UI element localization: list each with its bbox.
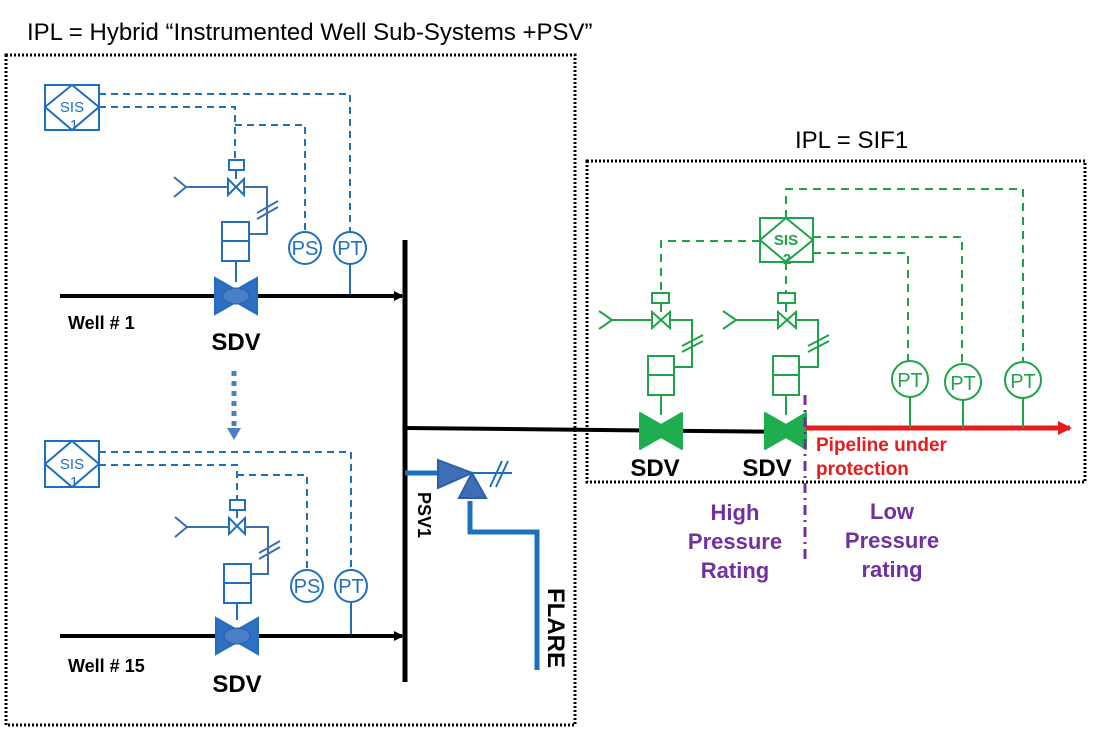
sis-1-logic-solver: SIS 1 — [43, 83, 101, 134]
rating-line: Low — [870, 499, 915, 524]
pressure-transmitter: PT — [333, 231, 367, 296]
flare-line — [467, 501, 540, 670]
solenoid-valve — [598, 292, 704, 415]
instrument-tag: PT — [338, 576, 364, 598]
air-supply-icon — [173, 176, 188, 198]
pipeline-label-line1: Pipeline under — [816, 435, 948, 456]
more-wells-indicator — [227, 371, 241, 440]
well-15-subsystem: SIS 1 PS PT — [43, 439, 404, 698]
well-15-sdv-valve — [215, 616, 259, 656]
relief-valve-outlet-icon — [457, 470, 488, 499]
pneumatic-signal-mark — [681, 334, 704, 347]
psv1-relief-valve — [405, 458, 540, 670]
valve-bowtie-icon — [777, 309, 797, 331]
rating-line: Rating — [701, 558, 769, 583]
low-pressure-rating-label: Low Pressure rating — [845, 499, 939, 582]
signal-line-pt1 — [813, 252, 909, 366]
sif-sdv-2-label: SDV — [742, 455, 791, 482]
flare-label: FLARE — [542, 588, 569, 668]
rating-line: rating — [861, 557, 922, 582]
sis-number: 2 — [783, 251, 791, 268]
air-supply-icon — [598, 310, 614, 330]
diamond-icon — [43, 83, 101, 132]
sis-label: SIS — [774, 232, 798, 249]
relief-valve-inlet-icon — [437, 458, 475, 490]
sif-ipl-boundary — [585, 159, 1087, 484]
sif1-subsystem: SIS 2 — [598, 188, 1072, 482]
well-1-sdv-label: SDV — [211, 329, 260, 356]
instrument-tag: PS — [292, 238, 319, 260]
valve-bowtie-icon — [651, 309, 671, 331]
pressure-switch: PS — [288, 231, 322, 265]
instrument-tag: PT — [950, 373, 976, 395]
pipeline-label-line2: protection — [816, 459, 909, 480]
signal-line-pt2 — [813, 236, 963, 370]
sis-2-logic-solver: SIS 2 — [758, 216, 815, 268]
sis-number: 1 — [70, 117, 78, 134]
diamond-icon — [43, 439, 101, 489]
sis-label: SIS — [60, 99, 84, 116]
signal-line-ps-solenoid — [237, 474, 308, 570]
sif-sdv-1-valve — [639, 412, 683, 450]
solenoid-valve — [173, 159, 279, 235]
well-1-label: Well # 1 — [68, 313, 135, 333]
pressure-switch: PS — [290, 569, 324, 603]
pressure-transmitter-1: PT — [891, 360, 929, 428]
signal-line-sis-solenoid — [99, 106, 236, 160]
sis-number: 1 — [70, 474, 78, 491]
signal-line-sdv1 — [660, 240, 760, 293]
pneumatic-signal-mark — [807, 334, 830, 347]
air-supply-icon — [174, 516, 189, 538]
sis-label: SIS — [60, 456, 84, 473]
instrument-tag: PT — [897, 370, 923, 392]
valve-actuator — [223, 563, 252, 620]
instrument-tag: PT — [337, 238, 363, 260]
well-1-sdv-valve — [214, 276, 258, 316]
sif-ipl-title: IPL = SIF1 — [795, 127, 908, 154]
well-15-label: Well # 15 — [68, 656, 145, 676]
well-15-sdv-label: SDV — [212, 671, 261, 698]
rating-line: High — [711, 500, 760, 525]
hybrid-ipl-title: IPL = Hybrid “Instrumented Well Sub-Syst… — [27, 19, 593, 46]
instrument-tag: PS — [294, 576, 321, 598]
sif-sdv-1-label: SDV — [630, 455, 679, 482]
valve-actuator — [221, 221, 250, 282]
well-1-subsystem: SIS 1 PS PT — [43, 83, 404, 356]
signal-line-sis-solenoid — [99, 464, 238, 500]
signal-line-sis-pt — [99, 451, 352, 570]
signal-line-pt3 — [785, 188, 1024, 367]
rating-line: Pressure — [688, 529, 782, 554]
sis-1-logic-solver: SIS 1 — [43, 439, 101, 491]
pneumatic-signal-mark — [256, 200, 279, 214]
valve-bowtie-icon — [228, 515, 246, 537]
pressure-transmitter-3: PT — [1004, 361, 1042, 428]
psv1-label: PSV1 — [414, 492, 434, 538]
pressure-transmitter-2: PT — [944, 363, 982, 428]
pneumatic-signal-mark — [258, 540, 281, 554]
high-pressure-rating-label: High Pressure Rating — [688, 500, 782, 583]
hybrid-ipl-boundary — [4, 53, 577, 727]
instrument-tag: PT — [1010, 371, 1036, 393]
sif-sdv-2-valve — [764, 412, 807, 450]
export-line — [404, 426, 801, 434]
signal-line-sis-pt — [99, 93, 351, 235]
air-supply-icon — [722, 310, 738, 330]
pressure-transmitter: PT — [334, 569, 368, 636]
rating-line: Pressure — [845, 528, 939, 553]
signal-line-ps-solenoid — [235, 124, 306, 233]
solenoid-valve — [722, 292, 830, 415]
solenoid-valve — [174, 499, 281, 575]
valve-bowtie-icon — [227, 176, 245, 198]
